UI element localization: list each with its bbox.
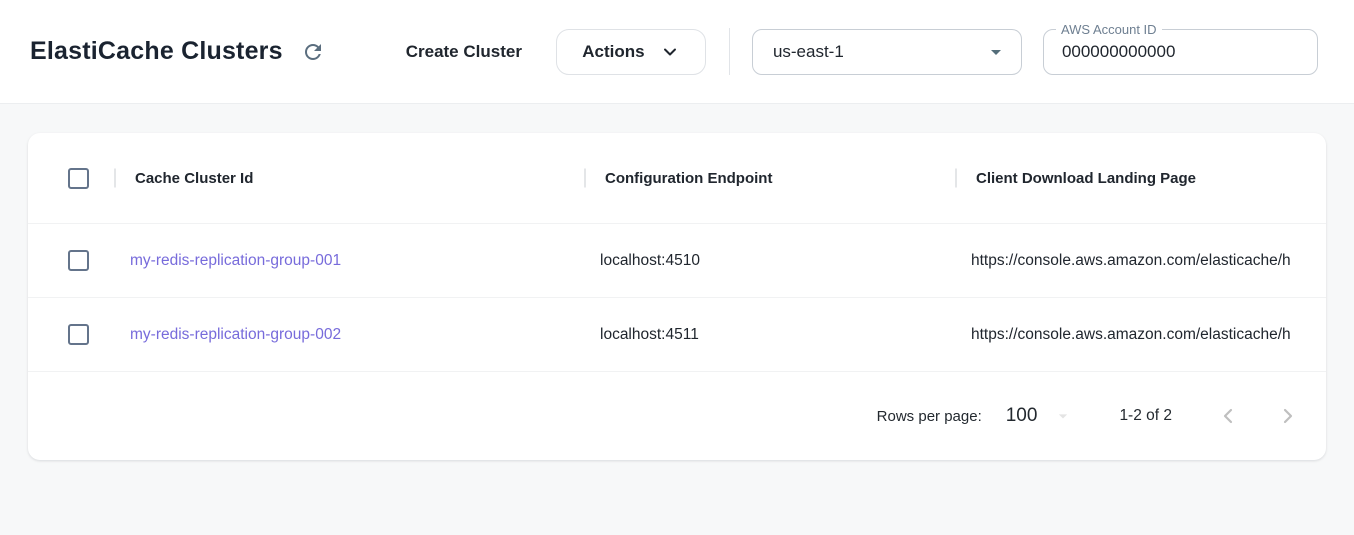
column-header-cache-cluster-id[interactable]: Cache Cluster Id bbox=[114, 133, 584, 223]
configuration-endpoint-cell: localhost:4510 bbox=[600, 251, 700, 269]
clusters-table-card: Cache Cluster Id Configuration Endpoint … bbox=[28, 133, 1326, 460]
chevron-right-icon bbox=[1275, 404, 1299, 428]
rows-per-page-label: Rows per page: bbox=[876, 407, 982, 425]
previous-page-button[interactable] bbox=[1217, 404, 1241, 428]
chevron-left-icon bbox=[1217, 404, 1241, 428]
next-page-button[interactable] bbox=[1275, 404, 1299, 428]
actions-button[interactable]: Actions bbox=[555, 28, 706, 75]
page-title: ElastiCache Clusters bbox=[30, 37, 283, 65]
header-divider bbox=[728, 28, 730, 75]
aws-account-id-input[interactable] bbox=[1043, 41, 1317, 62]
configuration-endpoint-cell: localhost:4511 bbox=[600, 325, 699, 343]
chevron-down-icon bbox=[660, 42, 680, 62]
pagination-range-label: 1-2 of 2 bbox=[1119, 407, 1172, 424]
table-header-row: Cache Cluster Id Configuration Endpoint … bbox=[28, 133, 1326, 224]
row-checkbox[interactable] bbox=[68, 250, 89, 271]
region-select[interactable]: us-east-1 bbox=[751, 28, 1022, 75]
aws-account-id-label: AWS Account ID bbox=[1055, 20, 1162, 38]
rows-per-page-caret-icon bbox=[1053, 406, 1073, 426]
rows-per-page-value: 100 bbox=[1005, 405, 1038, 426]
refresh-button[interactable] bbox=[298, 37, 328, 67]
client-download-landing-page-cell: https://console.aws.amazon.com/elasticac… bbox=[971, 325, 1291, 343]
table-pagination: Rows per page: 100 1-2 of 2 bbox=[28, 372, 1326, 460]
dropdown-caret-icon bbox=[984, 40, 1008, 64]
page-header: ElastiCache Clusters Create Cluster Acti… bbox=[0, 0, 1354, 104]
column-header-configuration-endpoint[interactable]: Configuration Endpoint bbox=[584, 133, 955, 223]
cluster-id-link[interactable]: my-redis-replication-group-002 bbox=[130, 325, 342, 343]
table-row: my-redis-replication-group-001 localhost… bbox=[28, 224, 1326, 298]
region-selected-value: us-east-1 bbox=[772, 41, 844, 61]
row-checkbox[interactable] bbox=[68, 324, 89, 345]
cluster-id-link[interactable]: my-redis-replication-group-001 bbox=[130, 251, 342, 269]
table-row: my-redis-replication-group-002 localhost… bbox=[28, 298, 1326, 372]
refresh-icon bbox=[301, 40, 325, 64]
aws-account-id-field: AWS Account ID bbox=[1042, 20, 1318, 75]
actions-button-label: Actions bbox=[582, 41, 645, 61]
select-all-checkbox[interactable] bbox=[68, 167, 89, 189]
create-cluster-button[interactable]: Create Cluster bbox=[405, 41, 522, 61]
column-header-client-download-landing-page[interactable]: Client Download Landing Page bbox=[955, 133, 1326, 223]
client-download-landing-page-cell: https://console.aws.amazon.com/elasticac… bbox=[971, 251, 1291, 269]
rows-per-page-select[interactable]: 100 bbox=[1006, 405, 1074, 427]
